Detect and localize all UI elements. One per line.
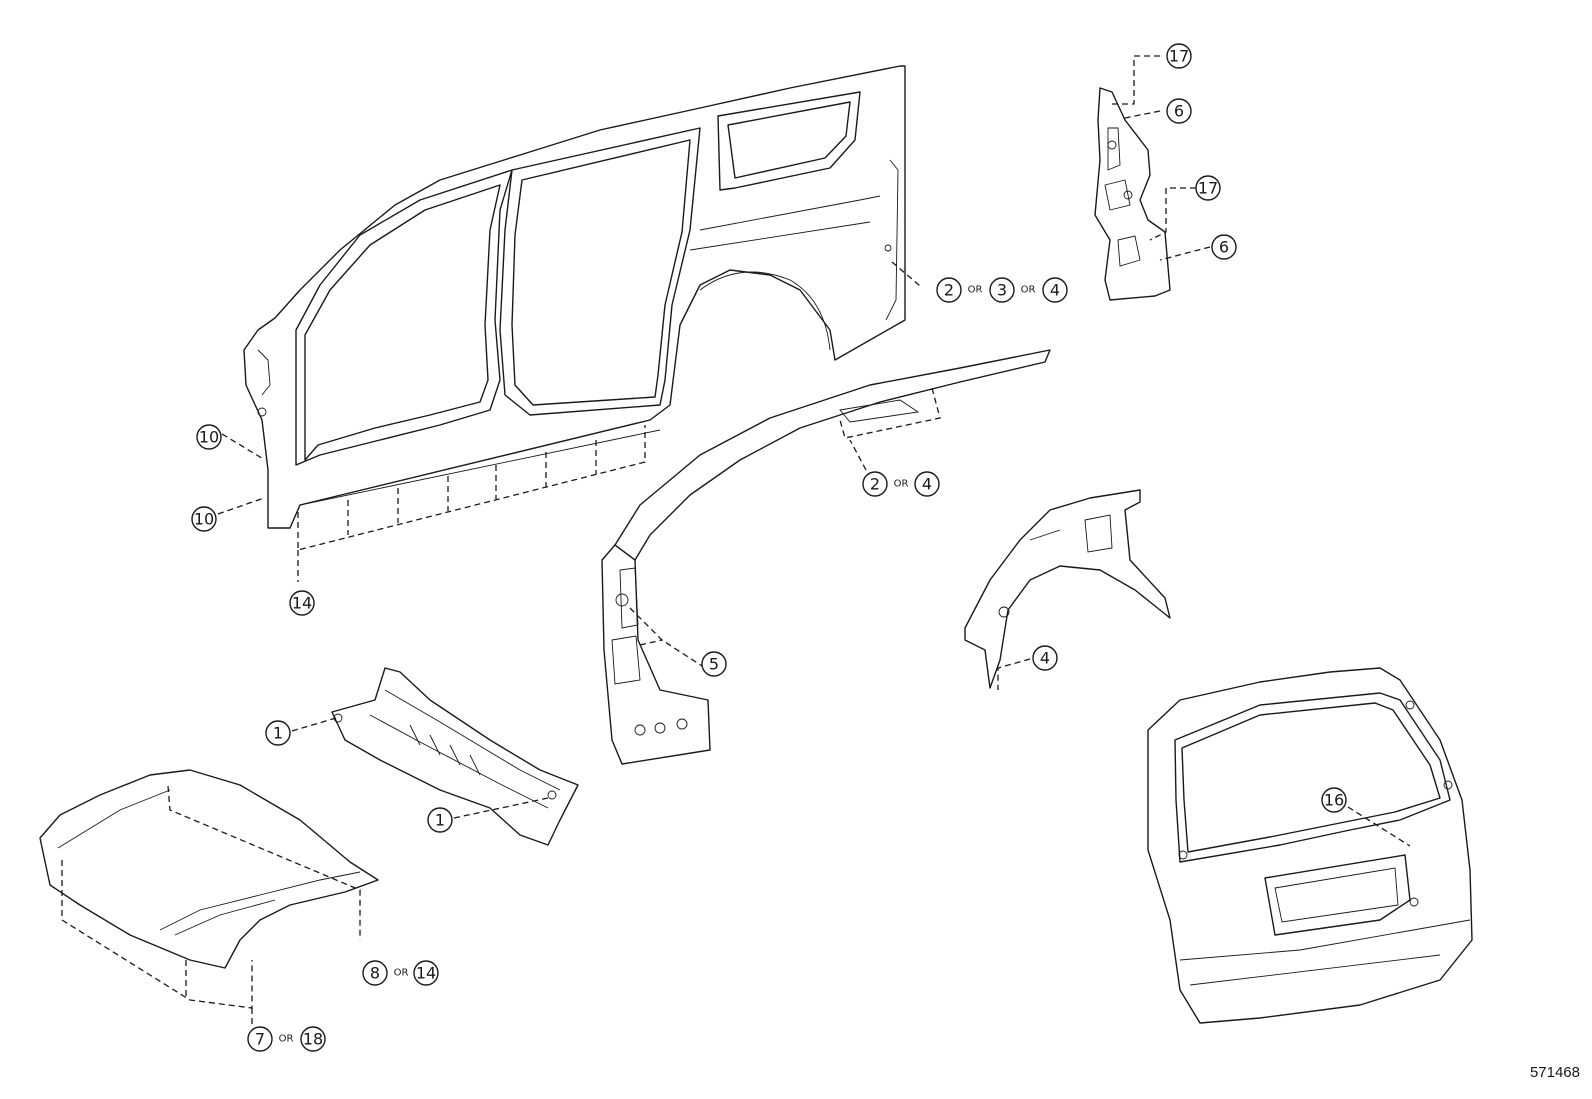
svg-text:17: 17 (1198, 179, 1218, 198)
svg-text:5: 5 (709, 655, 719, 674)
diagram-id-number: 571468 (1529, 1064, 1580, 1081)
callout-14-body-side: 14 (289, 590, 315, 616)
callout-18: 18 (300, 1026, 326, 1052)
svg-text:14: 14 (416, 964, 436, 983)
roof-rail-lead-lines (629, 387, 941, 667)
callout-4-body-side: 4 (1042, 277, 1068, 303)
svg-text:4: 4 (1050, 281, 1060, 300)
quarter-inner-pillar[interactable] (1094, 87, 1171, 301)
svg-text:17: 17 (1169, 47, 1189, 66)
svg-text:8: 8 (370, 964, 380, 983)
callout-2-body-side: 2 (936, 277, 962, 303)
callout-4-roof-rail: 4 (914, 471, 940, 497)
callout-17-top: 17 (1166, 43, 1192, 69)
callout-7: 7 (247, 1026, 273, 1052)
callout-17-mid: 17 (1195, 175, 1221, 201)
callout-10-lower: 10 (191, 506, 217, 532)
callout-6-mid: 6 (1211, 234, 1237, 260)
svg-text:7: 7 (255, 1030, 265, 1049)
svg-text:4: 4 (1040, 649, 1050, 668)
svg-text:14: 14 (292, 594, 312, 613)
callout-4-wheel-house: 4 (1032, 645, 1058, 671)
callout-2-roof-rail: 2 (862, 471, 888, 497)
svg-text:6: 6 (1174, 102, 1184, 121)
svg-text:2: 2 (944, 281, 954, 300)
quarter-pillar-lead-lines (1112, 55, 1211, 261)
or-text: OR (1021, 285, 1036, 296)
svg-text:18: 18 (303, 1030, 323, 1049)
svg-text:3: 3 (997, 281, 1007, 300)
body-side-lead-lines (217, 261, 921, 582)
hood-panel[interactable] (39, 769, 379, 969)
callout-8: 8 (362, 960, 388, 986)
svg-text:10: 10 (199, 428, 219, 447)
callout-1-lower: 1 (427, 807, 453, 833)
svg-text:2: 2 (870, 475, 880, 494)
svg-text:10: 10 (194, 510, 214, 529)
roof-side-inner-rail[interactable] (601, 349, 1051, 765)
cowl-top-panel[interactable] (331, 667, 579, 846)
cowl-lead-lines (291, 717, 549, 819)
callout-14-hood: 14 (413, 960, 439, 986)
or-text: OR (394, 968, 409, 979)
svg-text:16: 16 (1324, 791, 1344, 810)
or-text: OR (968, 285, 983, 296)
hood-lead-lines (61, 785, 361, 1025)
callout-3-body-side: 3 (989, 277, 1015, 303)
callout-10-upper: 10 (196, 424, 222, 450)
body-side-outer-panel[interactable] (243, 65, 906, 529)
callout-1-upper: 1 (265, 720, 291, 746)
svg-text:4: 4 (922, 475, 932, 494)
svg-text:1: 1 (435, 811, 445, 830)
callout-6-top: 6 (1166, 98, 1192, 124)
back-door-lead-line (1347, 806, 1411, 847)
or-text: OR (894, 479, 909, 490)
svg-text:1: 1 (273, 724, 283, 743)
callout-16: 16 (1321, 787, 1347, 813)
callout-5: 5 (701, 651, 727, 677)
or-text: OR (279, 1034, 294, 1045)
wheel-house-panel[interactable] (964, 489, 1171, 689)
svg-text:6: 6 (1219, 238, 1229, 257)
wheel-house-lead-line (997, 658, 1031, 690)
back-door-panel[interactable] (1147, 667, 1473, 1024)
